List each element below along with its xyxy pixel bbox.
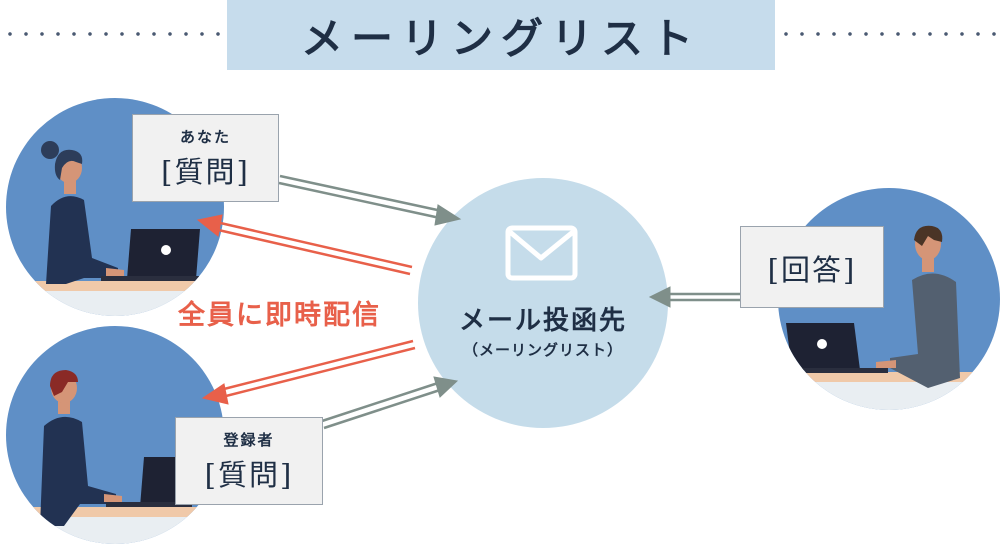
laptop-icon [101,229,200,281]
arrow-you-to-hub [278,174,462,226]
hub-label: メール投函先 [458,306,627,336]
person-circle-you [6,98,224,316]
broadcast-label: 全員に即時配信 [178,300,381,331]
person-icon [41,141,124,284]
person-registrant-illustration [6,370,224,544]
desk-icon [6,281,224,291]
arrow-answerer-to-hub [648,286,740,308]
box-registrant-question-text: [質問] [204,457,294,492]
mailing-list-hub [418,178,668,428]
box-you-question: あなた [質問] [132,114,279,202]
box-registrant-name: 登録者 [223,430,275,449]
arrow-hub-to-registrant [201,339,416,405]
title-dots-left [2,30,224,38]
desk-icon [778,372,1000,382]
page-title: メーリングリスト [227,0,775,70]
person-icon [40,370,122,526]
person-you-illustration [6,141,224,316]
box-you-name: あなた [179,127,231,146]
hub-sublabel: （メーリングリスト） [462,341,623,359]
hub-label-group: メール投函先 （メーリングリスト） [418,300,668,360]
box-answer-text: [回答] [767,253,857,287]
person-icon [876,225,960,388]
box-you-question-text: [質問] [161,154,250,189]
arrow-hub-to-you [196,214,413,276]
title-dots-right [778,30,1000,38]
laptop-icon [786,323,888,373]
person-answerer-illustration [778,225,1000,410]
desk-icon [6,507,224,517]
arrow-registrant-to-hub [321,376,459,430]
box-registrant-question: 登録者 [質問] [175,417,323,505]
box-answer: [回答] [740,226,884,308]
